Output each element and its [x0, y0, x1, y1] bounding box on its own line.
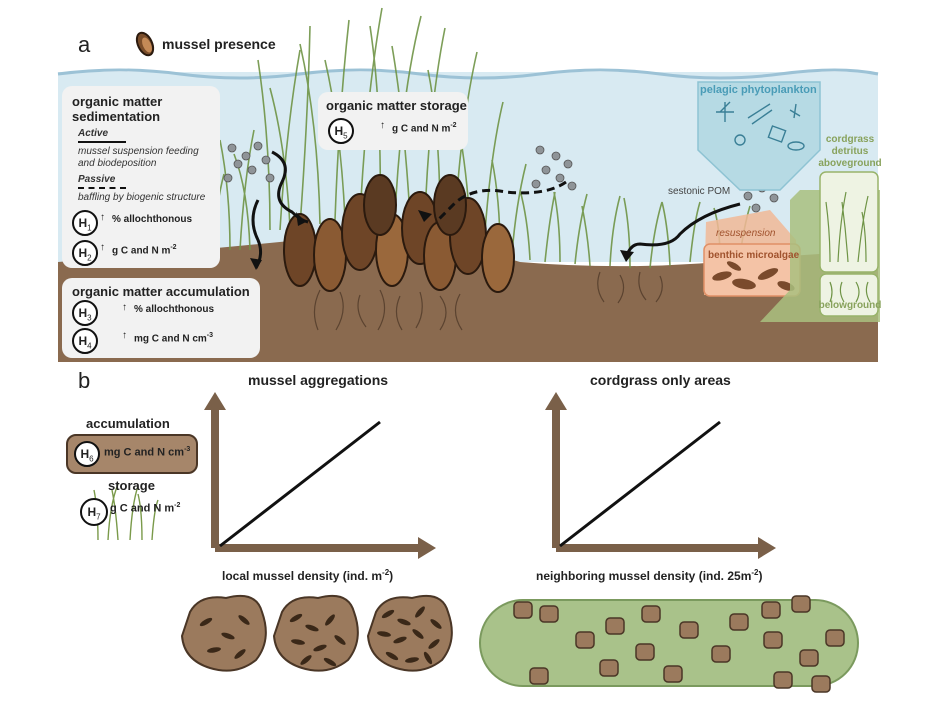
- patch-mussels: [199, 606, 442, 667]
- storage-box: organic matter storage H5 ↑ g C and N m-…: [318, 92, 468, 150]
- h2-text: g C and N m-2: [112, 244, 177, 257]
- h7-text: g C and N m-2: [110, 502, 181, 515]
- h3-arrow: ↑: [122, 302, 127, 313]
- mussel-icon: [132, 30, 158, 58]
- accumulation-box: organic matter accumulation H3 ↑ % alloc…: [62, 278, 260, 358]
- h3-text: % allochthonous: [134, 304, 214, 315]
- sedimentation-box: organic matter sedimentation Active muss…: [62, 86, 220, 268]
- arrow-heads: [250, 210, 634, 270]
- right-x-axis-label: neighboring mussel density (ind. 25m-2): [536, 568, 763, 583]
- neighbor-clumps: [513, 595, 845, 693]
- left-axes: [204, 392, 436, 559]
- active-desc: mussel suspension feeding and biodeposit…: [78, 146, 199, 169]
- pelagic-label: pelagic phytoplankton: [700, 84, 817, 96]
- sediment-layer: [58, 238, 878, 362]
- left-trend-line: [219, 420, 381, 548]
- active-arrow: [78, 141, 126, 143]
- storage-title: organic matter storage: [326, 98, 467, 113]
- right-chart-title: cordgrass only areas: [590, 372, 731, 388]
- passive-desc: baffling by biogenic structure: [78, 192, 206, 203]
- mussel-presence-label: mussel presence: [162, 36, 276, 52]
- h3-badge: H3: [72, 300, 98, 326]
- h5-arrow: ↑: [380, 120, 385, 131]
- h2-arrow: ↑: [100, 242, 105, 253]
- panel-b-letter: b: [78, 368, 91, 393]
- h6-badge: H6: [74, 441, 100, 467]
- cordgrass-detritus-label: cordgrass detritus aboveground: [818, 134, 882, 169]
- passive-label: Passive: [78, 174, 116, 185]
- active-label: Active: [78, 128, 109, 139]
- roots: [313, 271, 663, 331]
- h2-badge: H2: [72, 240, 98, 266]
- sedimentation-title: organic matter sedimentation: [72, 94, 163, 124]
- h4-text: mg C and N cm-3: [134, 332, 214, 345]
- accumulation-title: organic matter accumulation: [72, 284, 250, 299]
- h6-text: mg C and N cm-3: [104, 446, 191, 459]
- accumulation-legend-box: H6 mg C and N cm-3: [66, 434, 198, 474]
- left-chart-title: mussel aggregations: [248, 372, 389, 388]
- panel-a-letter: a: [78, 32, 91, 57]
- left-x-axis-label: local mussel density (ind. m-2): [222, 568, 394, 583]
- water-surface: [57, 68, 879, 80]
- passive-arrow: [78, 187, 126, 189]
- h5-text: g C and N m-2: [392, 122, 457, 135]
- right-trend-line: [559, 420, 721, 548]
- particles-left: [223, 141, 275, 183]
- accumulation-legend-label: accumulation: [86, 416, 170, 431]
- h7-badge: H7: [80, 498, 108, 526]
- h1-arrow: ↑: [100, 212, 105, 223]
- storage-legend-label: storage: [108, 478, 155, 493]
- h1-text: % allochthonous: [112, 214, 192, 225]
- h5-badge: H5: [328, 118, 354, 144]
- h4-arrow: ↑: [122, 330, 127, 341]
- sestonic-label: sestonic POM: [668, 186, 731, 197]
- h1-badge: H1: [72, 210, 98, 236]
- plankton-funnel: [697, 81, 821, 191]
- h4-badge: H4: [72, 328, 98, 354]
- mussel-cluster: [283, 174, 515, 293]
- right-axes: [545, 392, 776, 559]
- cordgrass-field: [479, 599, 859, 687]
- algae-area: [703, 210, 801, 297]
- benthic-label: benthic microalgae: [708, 250, 800, 261]
- cordgrass-detritus-area: [760, 171, 880, 322]
- resuspension-label: resuspension: [716, 228, 776, 239]
- belowground-label: belowground: [818, 300, 882, 311]
